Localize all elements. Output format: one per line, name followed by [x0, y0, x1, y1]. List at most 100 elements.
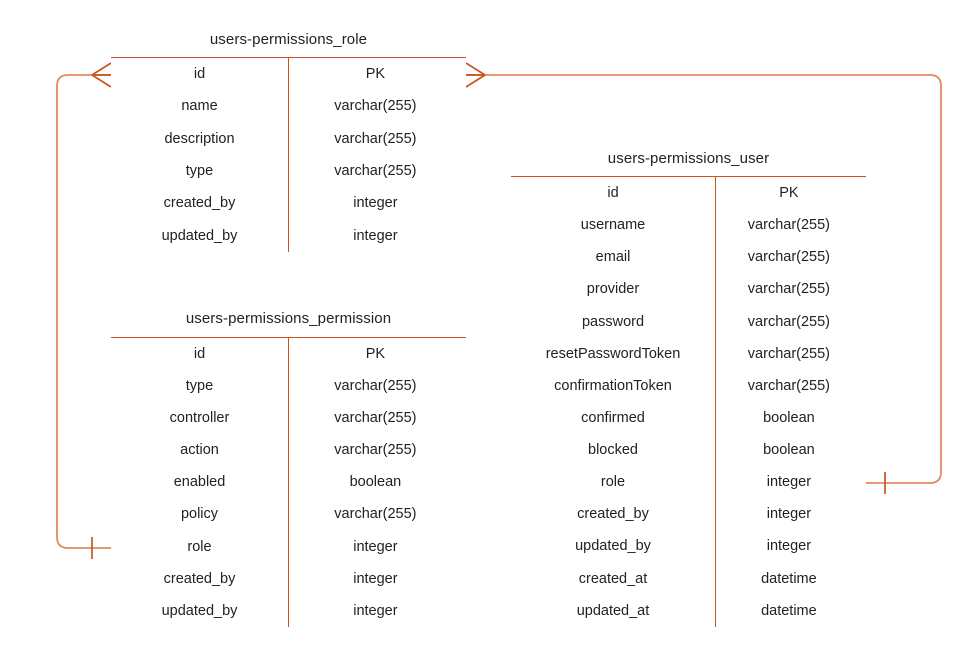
table-row[interactable]: provider varchar(255) [511, 273, 866, 305]
column-field-type: datetime [761, 602, 817, 619]
column-field-name: updated_by [161, 602, 238, 619]
column-field-type: PK [365, 66, 386, 83]
column-field-name: policy [180, 506, 219, 523]
column-field-name: created_by [163, 570, 236, 587]
column-field-name: description [164, 130, 235, 147]
column-field-name: type [185, 378, 214, 395]
column-field-name: username [580, 217, 646, 234]
table-row[interactable]: id PK [511, 177, 866, 209]
column-field-type: integer [353, 570, 398, 587]
column-field-name: id [193, 66, 206, 83]
table-row[interactable]: id PK [111, 58, 466, 90]
table-row[interactable]: confirmed boolean [511, 402, 866, 434]
column-field-type: varchar(255) [747, 313, 830, 330]
column-field-name: enabled [173, 474, 226, 491]
column-field-type: varchar(255) [334, 163, 417, 180]
column-field-type: varchar(255) [334, 442, 417, 459]
column-field-type: varchar(255) [334, 130, 417, 147]
table-row[interactable]: username varchar(255) [511, 209, 866, 241]
column-field-name: updated_at [576, 602, 650, 619]
table-row[interactable]: created_at datetime [511, 563, 866, 595]
column-field-type: boolean [349, 474, 402, 491]
crowfoot-many-marker [465, 62, 486, 88]
crowfoot-many-marker [91, 62, 112, 88]
column-field-type: varchar(255) [334, 378, 417, 395]
table-row[interactable]: policy varchar(255) [111, 498, 466, 530]
entity-title: users-permissions_role [209, 30, 368, 48]
table-row[interactable]: updated_at datetime [511, 595, 866, 627]
column-field-name: id [607, 185, 619, 202]
column-field-type: varchar(255) [334, 98, 417, 115]
column-field-type: integer [766, 506, 812, 523]
column-divider [288, 338, 289, 627]
table-row[interactable]: confirmationToken varchar(255) [511, 370, 866, 402]
column-field-name: confirmationToken [554, 377, 672, 394]
relationship-role-permission[interactable] [56, 62, 112, 559]
table-row[interactable]: created_by integer [111, 187, 466, 219]
column-field-type: varchar(255) [747, 345, 830, 362]
column-field-type: integer [353, 195, 398, 212]
column-field-name: role [187, 538, 212, 555]
column-field-type: boolean [763, 409, 815, 426]
table-row[interactable]: type varchar(255) [111, 155, 466, 187]
table-row[interactable]: role integer [111, 530, 466, 562]
column-divider [715, 177, 716, 627]
column-field-type: varchar(255) [747, 217, 830, 234]
table-row[interactable]: controller varchar(255) [111, 402, 466, 434]
column-field-type: integer [766, 538, 812, 555]
table-row[interactable]: password varchar(255) [511, 306, 866, 338]
column-field-name: created_by [163, 195, 236, 212]
column-field-type: varchar(255) [747, 281, 830, 298]
column-field-name: controller [169, 410, 230, 427]
column-field-name: resetPasswordToken [545, 345, 681, 362]
column-field-name: blocked [588, 442, 638, 459]
table-row[interactable]: type varchar(255) [111, 370, 466, 402]
column-field-name: provider [586, 281, 640, 298]
column-field-type: varchar(255) [334, 410, 417, 427]
table-row[interactable]: updated_by integer [111, 219, 466, 251]
entity-title: users-permissions_user [607, 149, 770, 167]
column-field-name: password [581, 313, 645, 330]
column-field-name: email [595, 249, 631, 266]
column-divider [288, 58, 289, 252]
column-field-type: PK [365, 346, 386, 363]
table-row[interactable]: enabled boolean [111, 466, 466, 498]
table-row[interactable]: created_by integer [111, 563, 466, 595]
column-field-type: boolean [763, 442, 815, 459]
column-field-name: name [181, 98, 218, 115]
column-field-type: integer [353, 227, 398, 244]
column-field-type: integer [766, 474, 812, 491]
column-field-name: action [180, 442, 219, 459]
column-field-name: confirmed [581, 409, 645, 426]
column-field-type: integer [353, 538, 398, 555]
table-row[interactable]: blocked boolean [511, 434, 866, 466]
table-row[interactable]: description varchar(255) [111, 123, 466, 155]
column-field-name: role [600, 474, 626, 491]
relationship-line [56, 74, 111, 549]
column-field-name: created_at [578, 570, 648, 587]
column-field-name: updated_by [161, 227, 238, 244]
column-field-name: created_by [577, 506, 649, 523]
table-row[interactable]: action varchar(255) [111, 434, 466, 466]
column-field-type: datetime [761, 570, 817, 587]
column-field-type: varchar(255) [334, 506, 417, 523]
entity-columns: id PK name varchar(255) description varchar(2… [111, 57, 466, 252]
column-field-type: varchar(255) [747, 377, 830, 394]
column-field-name: type [185, 163, 214, 180]
entity-title: users-permissions_permission [185, 310, 392, 327]
table-row[interactable]: role integer [511, 466, 866, 498]
table-row[interactable]: name varchar(255) [111, 90, 466, 122]
table-row[interactable]: created_by integer [511, 498, 866, 530]
table-row[interactable]: resetPasswordToken varchar(255) [511, 338, 866, 370]
column-field-type: PK [779, 185, 799, 202]
